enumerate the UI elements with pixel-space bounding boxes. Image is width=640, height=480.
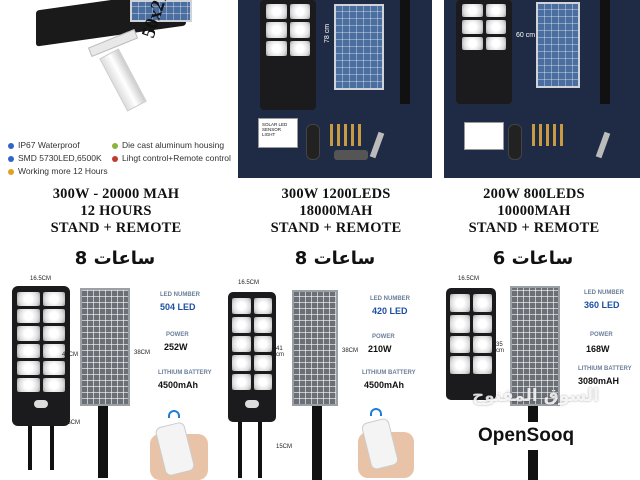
lamp-body bbox=[446, 288, 496, 400]
lamp-body bbox=[456, 0, 512, 104]
width-dim: 16.5CM bbox=[30, 276, 52, 282]
battery-label: LITHIUM BATTERY bbox=[158, 370, 212, 376]
solar-panel bbox=[334, 4, 384, 90]
feature-3: SMD 5730LED,6500K bbox=[8, 153, 102, 163]
battery-label: LITHIUM BATTERY bbox=[362, 370, 416, 376]
battery-label: LITHIUM BATTERY bbox=[578, 366, 632, 372]
power-value: 252W bbox=[164, 342, 188, 352]
screws bbox=[532, 124, 566, 146]
pole-dim: 15CM bbox=[64, 420, 81, 426]
panel-dim: 38CM bbox=[134, 350, 151, 356]
pole bbox=[400, 0, 410, 104]
led-number-value: 360 LED bbox=[584, 300, 620, 310]
lamp-body bbox=[260, 0, 316, 110]
power-label: POWER bbox=[372, 334, 395, 340]
product-2-spec-image: 16.5CM 41 cm 38CM 15CM LED NUMBER 420 LE… bbox=[220, 278, 430, 480]
solar-panel bbox=[292, 290, 338, 406]
battery-value: 4500mAh bbox=[364, 380, 405, 390]
feature-2: Die cast aluminum housing bbox=[112, 140, 224, 150]
wifi-icon bbox=[168, 410, 180, 418]
product-3-hours: 6 ساعات bbox=[492, 248, 574, 269]
bullet-dot-icon bbox=[112, 142, 118, 149]
stand bbox=[28, 426, 54, 470]
wrench-icon bbox=[595, 131, 611, 159]
led-number-label: LED NUMBER bbox=[584, 290, 624, 296]
wrench-icon bbox=[369, 131, 385, 159]
stand bbox=[238, 422, 262, 478]
battery-value: 3080mAH bbox=[578, 376, 620, 386]
panel-dim: 38CM bbox=[342, 348, 359, 354]
lamp-body bbox=[12, 286, 70, 426]
height-dim: 35 cm bbox=[496, 342, 504, 354]
pole-dim: 15CM bbox=[276, 444, 293, 450]
solar-panel bbox=[510, 286, 560, 406]
wifi-icon bbox=[370, 408, 382, 416]
product-2-hours: 8 ساعات bbox=[294, 248, 376, 269]
lamp-body bbox=[228, 292, 276, 422]
height-dim: 47CM bbox=[62, 352, 79, 358]
height-label: 78 cm bbox=[324, 23, 332, 44]
led-number-value: 420 LED bbox=[372, 306, 408, 316]
top-right-product-image: 60 cm bbox=[444, 0, 640, 178]
solar-panel bbox=[130, 0, 192, 22]
bullet-dot-icon bbox=[8, 142, 14, 149]
height-label: 60 cm bbox=[516, 32, 536, 39]
power-label: POWER bbox=[590, 332, 613, 338]
bullet-dot-icon bbox=[8, 168, 14, 175]
pole bbox=[312, 406, 322, 480]
led-number-label: LED NUMBER bbox=[160, 292, 200, 298]
product-2-caption: 300W 1200LEDS 18000MAH STAND + REMOTE bbox=[270, 186, 402, 236]
product-3-caption: 200W 800LEDS 10000MAH STAND + REMOTE bbox=[468, 186, 600, 236]
clamps bbox=[334, 150, 368, 160]
feature-5: Working more 12 Hours bbox=[8, 166, 108, 176]
led-number-label: LED NUMBER bbox=[370, 296, 410, 302]
product-1-spec-image: 16.5CM 47CM 38CM 15CM LED NUMBER 504 LED… bbox=[0, 274, 214, 480]
product-1-caption: 300W - 20000 MAH 12 HOURS STAND + REMOTE bbox=[50, 186, 182, 236]
accessories-box bbox=[464, 122, 504, 150]
sensor-icon bbox=[34, 400, 48, 408]
battery-value: 4500mAh bbox=[158, 380, 199, 390]
opensooq-logo: OpenSooq bbox=[470, 422, 583, 450]
power-value: 168W bbox=[586, 344, 610, 354]
remote-control bbox=[508, 124, 522, 160]
width-dim: 16.5CM bbox=[458, 276, 480, 282]
feature-1: IP67 Waterproof bbox=[8, 140, 80, 150]
accessories-box: SOLAR LED SENSOR LIGHT bbox=[258, 118, 298, 148]
pole-white bbox=[99, 48, 147, 112]
power-label: POWER bbox=[166, 332, 189, 338]
product-3-spec-image: 16.5CM 35 cm LED NUMBER 360 LED POWER 16… bbox=[438, 272, 640, 480]
bullet-dot-icon bbox=[112, 155, 118, 162]
top-left-product-image: 50x21cm IP67 Waterproof Die cast aluminu… bbox=[0, 0, 236, 180]
feature-4: Lihgt control+Remote control bbox=[112, 153, 231, 163]
remote-control bbox=[306, 124, 320, 160]
height-dim: 41 cm bbox=[276, 346, 284, 358]
product-1-hours: 8 ساعات bbox=[74, 248, 156, 269]
solar-panel bbox=[536, 2, 580, 88]
sensor-icon bbox=[245, 400, 259, 408]
pole bbox=[98, 406, 108, 478]
top-middle-product-image: 78 cm SOLAR LED SENSOR LIGHT bbox=[238, 0, 432, 178]
bullet-dot-icon bbox=[8, 155, 14, 162]
width-dim: 16.5CM bbox=[238, 280, 260, 286]
watermark-arabic: السوق المفتوح bbox=[472, 386, 599, 406]
power-value: 210W bbox=[368, 344, 392, 354]
screws bbox=[330, 124, 364, 146]
led-number-value: 504 LED bbox=[160, 302, 196, 312]
pole bbox=[600, 0, 610, 104]
solar-panel bbox=[80, 288, 130, 406]
